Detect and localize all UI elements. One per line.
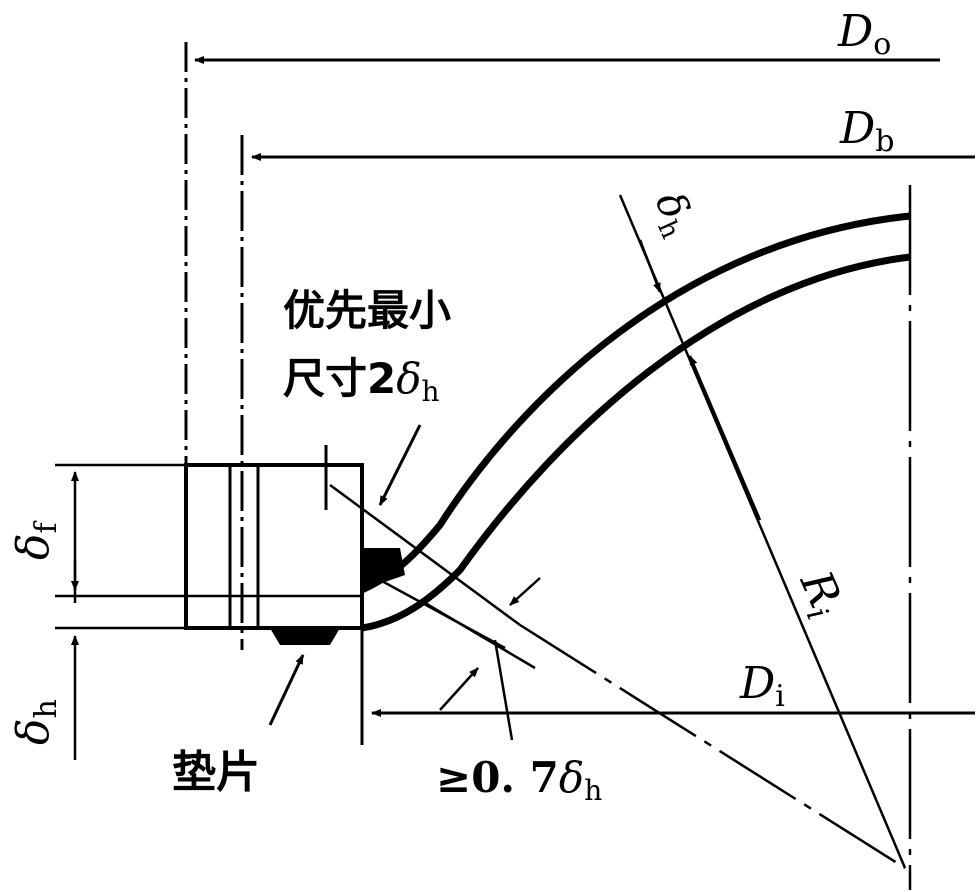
Db-label: Db bbox=[839, 103, 895, 159]
Ri-label: Ri bbox=[785, 563, 854, 626]
note-line-1: 优先最小 bbox=[283, 286, 451, 335]
delta-h-top-label: δh bbox=[641, 185, 704, 243]
gasket-leader bbox=[268, 654, 305, 726]
thickness-extension bbox=[419, 598, 536, 670]
gasket bbox=[270, 628, 340, 645]
weld-fillet bbox=[362, 548, 405, 590]
min-thickness-arrow bbox=[439, 667, 479, 711]
head-inner-surface bbox=[361, 253, 911, 632]
Ri-arrow bbox=[688, 355, 762, 521]
min-thickness-label: ≥0. 7δh bbox=[436, 753, 602, 807]
delta-h-arrow bbox=[638, 239, 662, 293]
Di-label: Di bbox=[739, 658, 785, 714]
head-outer-surface bbox=[360, 212, 911, 594]
knuckle-centerline bbox=[519, 623, 906, 870]
gasket-label: 垫片 bbox=[172, 747, 260, 798]
delta-h-left-label: δh bbox=[8, 699, 64, 745]
min-thickness-leader bbox=[493, 639, 514, 741]
note-leader bbox=[378, 424, 422, 506]
thickness-extension bbox=[329, 483, 521, 627]
note-line-2: 尺寸2δh bbox=[283, 354, 440, 408]
delta-f-label: δf bbox=[8, 521, 64, 561]
Ri-radius-line bbox=[618, 194, 907, 869]
Do-label: Do bbox=[837, 6, 891, 62]
min-thickness-arrow bbox=[509, 577, 541, 606]
